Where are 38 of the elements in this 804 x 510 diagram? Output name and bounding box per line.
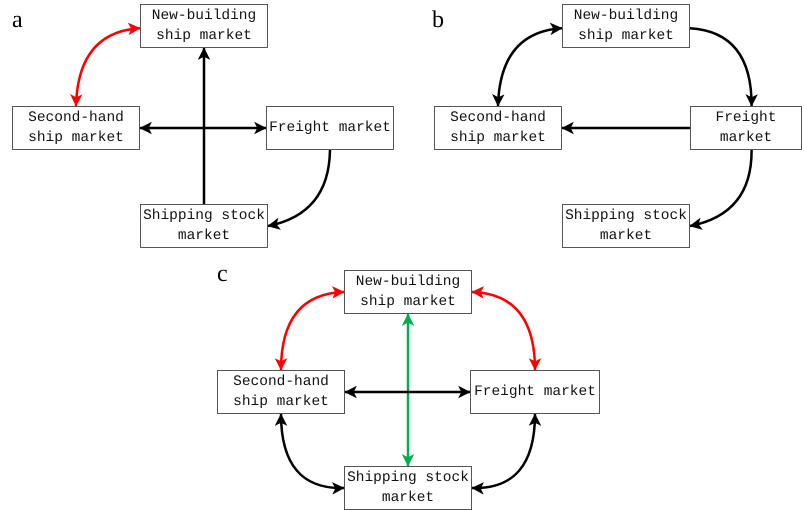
panel-letter: b <box>432 8 444 32</box>
arrow <box>275 286 345 371</box>
market-box <box>217 370 345 414</box>
arrow <box>492 23 563 107</box>
market-box <box>562 4 690 48</box>
arrow <box>690 26 758 107</box>
arrow <box>139 122 267 134</box>
market-box <box>344 270 472 314</box>
arrow <box>402 313 414 467</box>
node-label: New-building ship market <box>572 7 680 46</box>
arrow <box>70 23 141 107</box>
arrow <box>198 47 210 204</box>
arrow <box>344 386 471 398</box>
market-box <box>12 106 140 150</box>
arrow <box>689 150 753 230</box>
node-label: Freight market <box>269 119 391 138</box>
arrow <box>267 150 332 230</box>
node-label: New-building ship market <box>150 7 258 46</box>
node-label: Freight market <box>714 109 778 148</box>
market-box <box>690 106 802 150</box>
node-label: Shipping stock market <box>346 469 470 508</box>
market-box <box>434 106 562 150</box>
arrow <box>471 413 541 494</box>
node-label: Second-hand ship market <box>27 109 125 148</box>
node-label: Second-hand ship market <box>232 373 330 412</box>
arrow <box>471 286 541 371</box>
market-box <box>266 106 394 150</box>
panel-letter: a <box>12 8 23 32</box>
node-label: Shipping stock market <box>564 207 688 246</box>
node-label: Freight market <box>474 383 596 402</box>
node-label: New-building ship market <box>354 273 462 312</box>
arrow <box>561 122 690 134</box>
node-label: Second-hand ship market <box>449 109 547 148</box>
panel-letter: c <box>217 262 228 286</box>
node-label: Shipping stock market <box>142 207 266 246</box>
market-box <box>140 4 268 48</box>
arrow <box>275 413 345 494</box>
market-box <box>470 370 600 414</box>
